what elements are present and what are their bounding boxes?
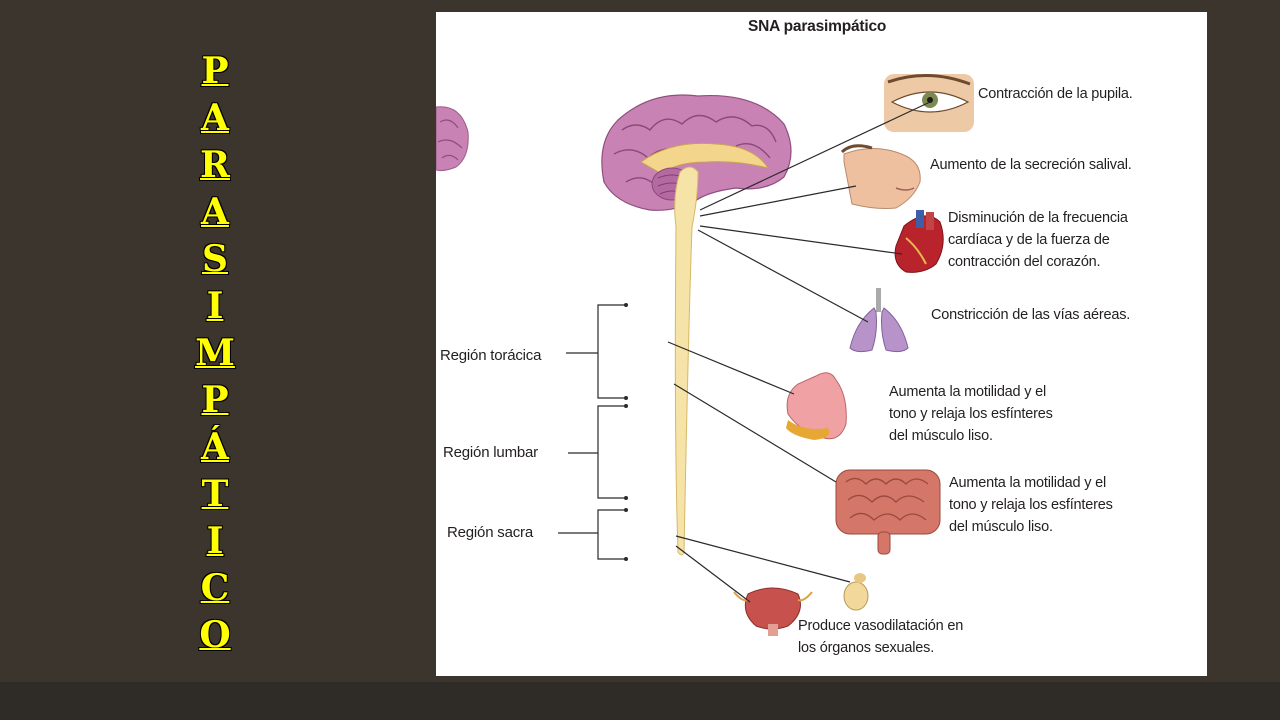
- effect-line: Aumento de la secreción salival.: [930, 157, 1132, 173]
- title-letter: S: [202, 238, 228, 280]
- effect-line: del músculo liso.: [889, 428, 993, 444]
- effect-pupila: Contracción de la pupila.: [978, 83, 1133, 105]
- title-letter: P: [201, 379, 229, 421]
- gonads-illustration: [843, 573, 869, 611]
- stomach-illustration: [786, 372, 847, 440]
- title-letter: I: [206, 520, 224, 562]
- face-illustration: [840, 144, 921, 209]
- title-letter: P: [201, 50, 229, 92]
- effect-line: tono y relaja los esfínteres: [949, 497, 1113, 513]
- title-letter: R: [200, 144, 230, 186]
- figure-artwork: [436, 74, 974, 636]
- bottom-band: [0, 682, 1280, 720]
- partial-brain-illustration: [436, 106, 469, 172]
- effect-saliva: Aumento de la secreción salival.: [930, 154, 1132, 176]
- title-letter: Á: [201, 426, 229, 468]
- effect-line: Constricción de las vías aéreas.: [931, 307, 1131, 323]
- region-sacra-label: Región sacra: [447, 524, 533, 541]
- effect-line: Aumenta la motilidad y el: [949, 475, 1106, 491]
- title-letter: A: [201, 97, 229, 139]
- region-brackets: [558, 304, 626, 560]
- title-letter: T: [201, 473, 229, 515]
- effect-line: contracción del corazón.: [948, 254, 1101, 270]
- effect-line: tono y relaja los esfínteres: [889, 406, 1053, 422]
- leader-lines: [667, 101, 931, 603]
- bladder-illustration: [733, 587, 813, 636]
- effect-vias: Constricción de las vías aéreas.: [931, 304, 1130, 326]
- lungs-illustration: [849, 288, 909, 353]
- effect-corazon: Disminución de la frecuencia cardíaca y …: [948, 207, 1128, 273]
- effect-line: Contracción de la pupila.: [978, 86, 1133, 102]
- effect-sexual: Produce vasodilatación en los órganos se…: [798, 615, 963, 659]
- effect-line: los órganos sexuales.: [798, 640, 935, 656]
- effect-line: Aumenta la motilidad y el: [889, 384, 1046, 400]
- effect-line: cardíaca y de la fuerza de: [948, 232, 1110, 248]
- effect-intestino: Aumenta la motilidad y el tono y relaja …: [949, 472, 1113, 538]
- title-letter: A: [201, 191, 229, 233]
- region-toracica-label: Región torácica: [440, 347, 542, 364]
- spinal-cord-illustration: [674, 166, 699, 556]
- bracket-dots: [624, 303, 628, 561]
- effect-line: del músculo liso.: [949, 519, 1053, 535]
- figure-heading: SNA parasimpático: [748, 18, 887, 35]
- effect-line: Produce vasodilatación en: [798, 618, 964, 634]
- title-letter: O: [199, 614, 231, 656]
- effect-estomago: Aumenta la motilidad y el tono y relaja …: [889, 381, 1053, 447]
- heart-illustration: [894, 210, 944, 273]
- title-letter: C: [200, 567, 230, 609]
- title-letter: I: [206, 285, 224, 327]
- region-lumbar-label: Región lumbar: [443, 444, 538, 461]
- parasympathetic-figure: SNA parasimpático Contracción de la pupi…: [436, 12, 1207, 676]
- brain-illustration: [601, 94, 792, 211]
- intestine-illustration: [835, 469, 941, 555]
- effect-line: Disminución de la frecuencia: [948, 210, 1128, 226]
- vertical-title: P A R A S I M P Á T I C O: [175, 48, 255, 659]
- title-letter: M: [195, 332, 235, 374]
